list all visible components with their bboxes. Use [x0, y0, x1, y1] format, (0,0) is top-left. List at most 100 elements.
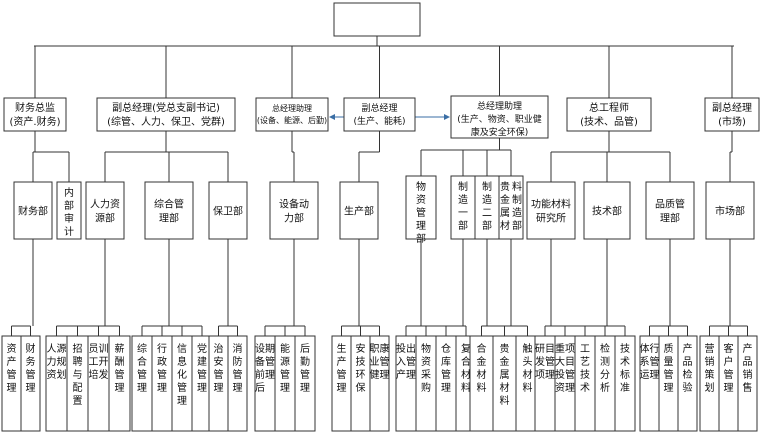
- function-name: 生产管理: [337, 342, 347, 394]
- level2-text-line: 总经理助理: [477, 100, 522, 112]
- function-name: 营销策划: [705, 342, 715, 394]
- dept-box-frame: [450, 175, 476, 240]
- dept-name: 生产部: [344, 205, 374, 218]
- level2-text-line: 副总经理: [712, 101, 752, 114]
- function-box: 信息化管理: [171, 335, 193, 432]
- level2-text-line: (资产.财务): [10, 115, 61, 128]
- dept-box: 制造一部: [450, 175, 476, 240]
- function-name: 物资采购: [421, 342, 431, 394]
- dept-box: 财务部: [13, 181, 53, 240]
- level2-text-line: (技术、品管): [580, 115, 638, 128]
- dept-name: 内部审计: [64, 186, 74, 238]
- function-box: 技术标准: [614, 335, 636, 432]
- function-box-frame: [737, 335, 758, 432]
- function-name: 职业健康管理: [370, 342, 390, 381]
- function-box: 客户管理: [718, 335, 739, 432]
- dept-box-frame: [498, 175, 524, 240]
- function-box: 消防管理: [227, 335, 248, 432]
- function-name: 产品销售: [743, 342, 753, 394]
- function-name: 重大投资项目管理: [555, 342, 575, 394]
- function-name: 检测分析: [600, 342, 610, 394]
- dept-name: 制造一部: [458, 180, 468, 232]
- dept-box: 内部审计: [56, 181, 82, 240]
- level2-box-fuzong2: 副总经理(生产、能耗): [343, 97, 416, 132]
- function-box: 能源管理: [274, 335, 296, 432]
- dept-box: 物资管理部: [405, 175, 437, 245]
- function-name: 后勤管理: [300, 343, 310, 394]
- function-box: 检测分析: [594, 335, 616, 432]
- level2-text-line: 总工程师: [589, 101, 629, 114]
- level2-text-line: 副总经理: [361, 102, 397, 114]
- dept-box-frame: [405, 175, 437, 240]
- function-box: 质量管理: [658, 335, 679, 432]
- dept-name: 人力资: [90, 198, 120, 211]
- function-name: 信息化管理: [177, 343, 187, 407]
- level2-box-zhuli2-frame: [450, 95, 549, 139]
- function-box: 后勤管理: [294, 335, 316, 432]
- function-name: 薪酬管理: [115, 343, 125, 394]
- function-name: 投入产出管理: [396, 342, 416, 381]
- level2-box-caiwu: 财务总监(资产.财务): [3, 97, 67, 132]
- function-box: 投入产出管理: [395, 335, 417, 432]
- level2-text-line: (生产、物资、职业健: [457, 113, 542, 125]
- function-name: 触头材料: [523, 342, 533, 394]
- dept-name: 功能材料: [531, 198, 571, 211]
- level2-text-line: (设备、能源、后勤): [257, 115, 327, 125]
- dept-name: 理部: [660, 212, 680, 225]
- function-box: 触头材料: [515, 335, 540, 432]
- function-box: 工艺技术: [574, 335, 596, 432]
- function-box: 员工培训开发: [87, 335, 110, 432]
- dept-box-frame: [269, 181, 319, 240]
- function-name: 能源管理: [280, 342, 290, 394]
- function-box: 资产管理: [1, 335, 22, 432]
- function-name: 员工培训开发: [89, 343, 109, 381]
- function-box: 重大投资项目管理: [554, 335, 576, 432]
- dept-name: 物资管理部: [416, 180, 426, 245]
- function-box: 薪酬管理: [108, 335, 131, 432]
- dept-name: 制造二部: [482, 180, 492, 232]
- level2-text-line: 财务总监: [15, 101, 55, 114]
- function-name: 招聘与配置: [73, 342, 83, 407]
- level2-box-zhuli1: 总经理助理(设备、能源、后勤): [255, 97, 329, 132]
- function-box: 合金材料: [469, 335, 494, 432]
- function-name: 体系运行管理: [640, 342, 660, 381]
- dept-name: 市场部: [715, 205, 745, 218]
- function-box: 财务管理: [20, 335, 41, 432]
- dept-box: 制造二部: [474, 175, 500, 240]
- dept-box-frame: [339, 181, 379, 240]
- function-box-frame: [20, 335, 41, 432]
- dept-box-frame: [474, 175, 500, 240]
- function-name: 资产管理: [7, 343, 17, 394]
- function-box: 综合管理: [131, 335, 153, 432]
- top-box-frame: [333, 2, 421, 37]
- function-box-frame: [108, 335, 131, 432]
- function-box: 营销策划: [699, 335, 720, 432]
- function-box: 安技环保: [350, 335, 371, 432]
- dept-box-frame: [208, 181, 248, 240]
- function-name: 行政管理: [157, 342, 167, 394]
- level2-box-zonggong-frame: [566, 97, 652, 132]
- dept-name: 设备动: [279, 198, 309, 211]
- level2-text-line: 副总经理(党总支副书记): [112, 101, 220, 114]
- function-box: 研发项目管理: [534, 335, 556, 432]
- dept-name: 理部: [159, 212, 179, 225]
- function-box: 党建管理: [191, 335, 213, 432]
- function-box: 职业健康管理: [369, 335, 390, 432]
- function-name: 安技环保: [356, 342, 366, 394]
- function-box-frame: [294, 335, 316, 432]
- function-box: 贵金属材料: [492, 335, 517, 432]
- level2-box-caiwu-frame: [3, 97, 67, 132]
- function-name: 设备前后期管理: [255, 343, 275, 394]
- function-name: 合金材料: [477, 342, 487, 394]
- function-name: 人力资源规划: [47, 342, 67, 381]
- dept-name: 力部: [284, 212, 304, 225]
- function-name: 财务管理: [26, 342, 36, 394]
- function-box: 行政管理: [151, 335, 173, 432]
- level2-box-fuzong1-frame: [96, 97, 236, 132]
- level2-box-zonggong: 总工程师(技术、品管): [566, 97, 652, 132]
